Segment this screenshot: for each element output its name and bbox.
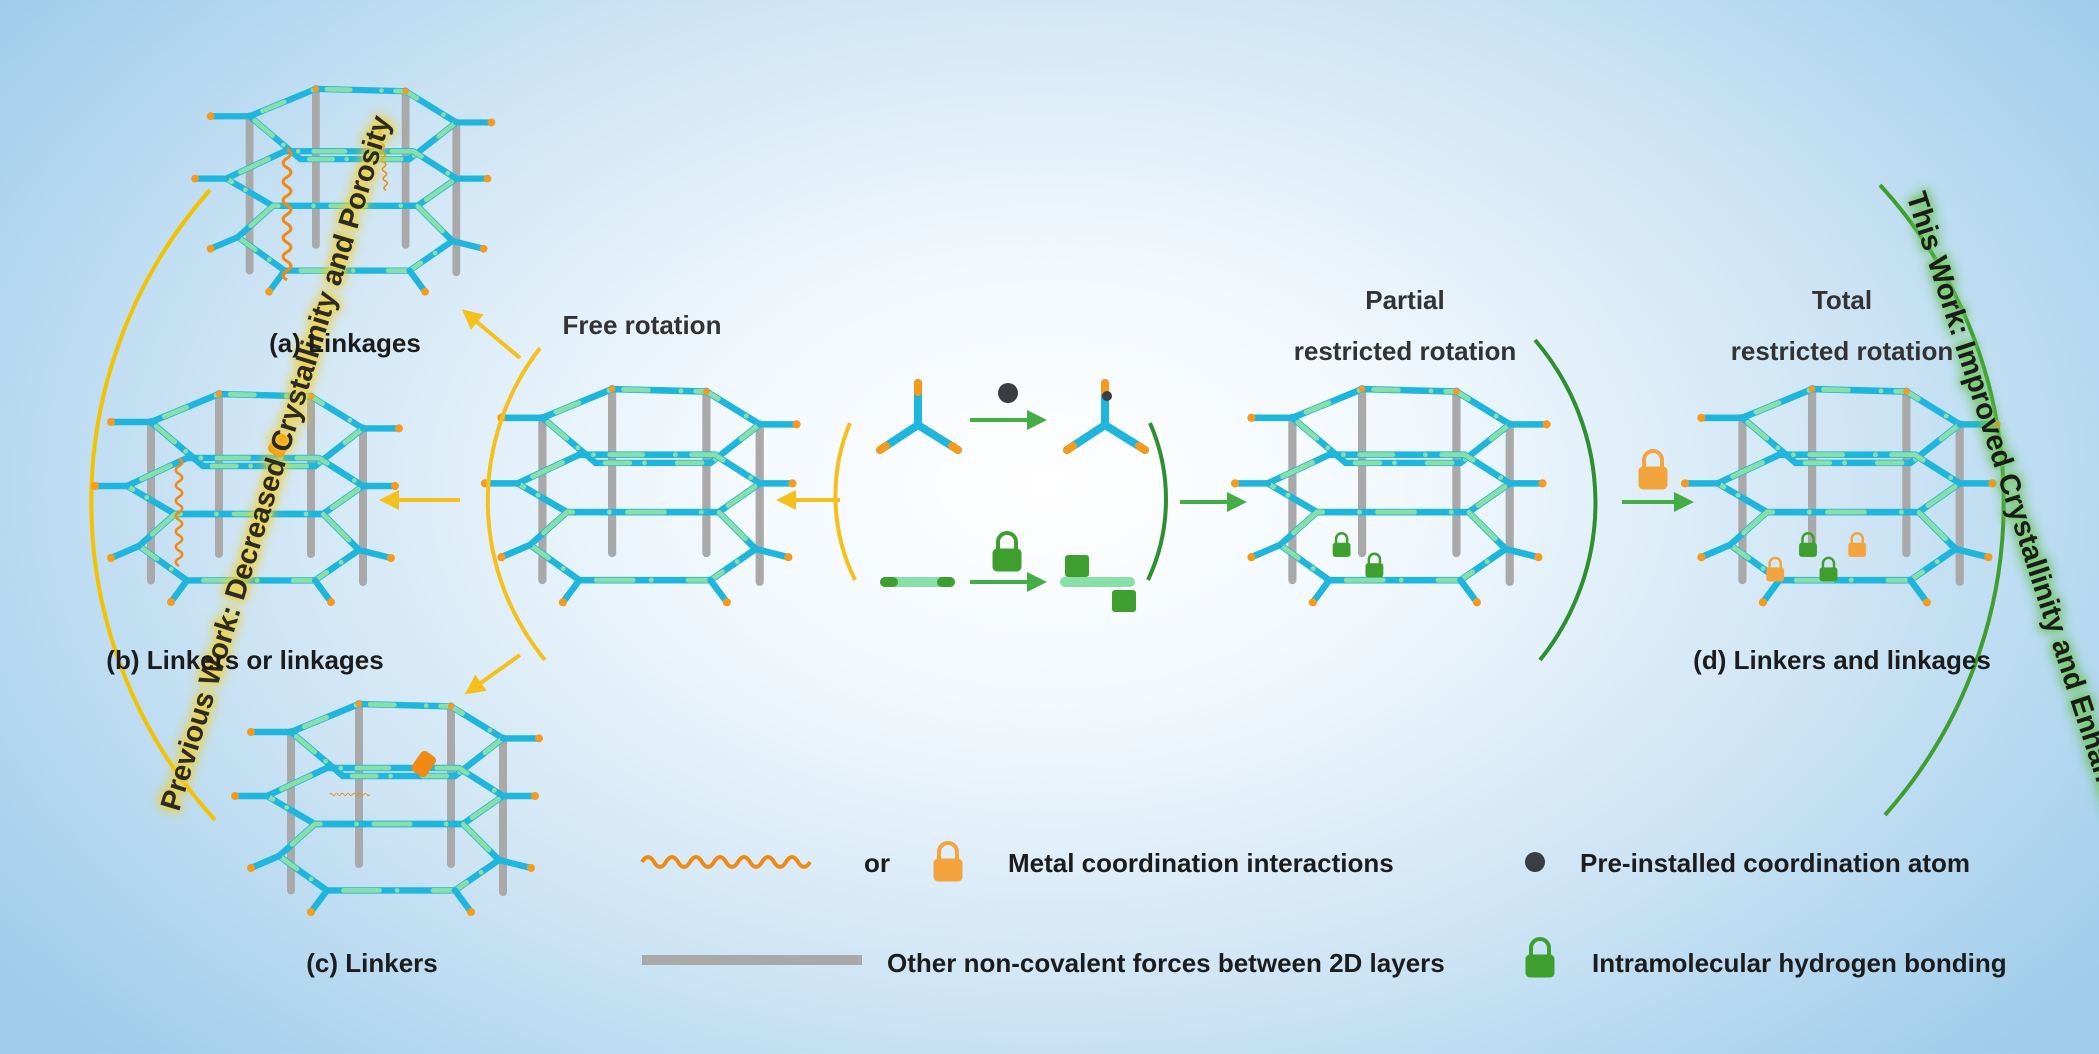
this-work-arc [1878, 183, 2006, 817]
total-label-2: restricted rotation [1730, 336, 1954, 366]
legend-or: or [864, 848, 890, 878]
label-b: (b) Linkers or linkages [106, 645, 384, 675]
label-a: (a) Linkages [269, 328, 421, 358]
partial-bracket-arc [1533, 338, 1598, 662]
spring-icon [640, 855, 812, 869]
orange-lock-icon [1637, 449, 1669, 491]
cof-total-restricted [1681, 386, 2001, 607]
green-lock-icon [991, 531, 1023, 573]
cof-linkers [231, 701, 543, 916]
legend-other: Other non-covalent forces between 2D lay… [887, 948, 1445, 978]
total-label-1: Total [1811, 285, 1873, 315]
tri-linker-atom-icon [1063, 379, 1149, 454]
partial-label-1: Partial [1365, 285, 1445, 315]
cof-linkers-or-linkages [91, 391, 403, 606]
cof-free-rotation [481, 386, 801, 607]
legend-preinstalled: Pre-installed coordination atom [1580, 848, 1971, 878]
previous-work-arc [89, 188, 217, 822]
atom-icon [998, 383, 1018, 403]
tri-linker-icon [876, 379, 962, 454]
legend-green-lock-icon [1524, 937, 1556, 979]
arrow-to-c [464, 653, 522, 695]
legend-orange-lock-icon [932, 841, 964, 883]
label-d: (d) Linkers and linkages [1693, 645, 1991, 675]
free-rotation-label: Free rotation [562, 310, 722, 340]
cof-partial-restricted [1231, 386, 1551, 607]
legend-hbond: Intramolecular hydrogen bonding [1592, 948, 2007, 978]
arrow-to-a [461, 309, 522, 360]
center-bracket-right [1146, 422, 1168, 581]
center-bracket-left [833, 422, 857, 581]
locked-linker-icon [1060, 555, 1136, 612]
yellow-bracket-arc [485, 346, 547, 662]
legend-atom-icon [1525, 852, 1545, 872]
label-c: (c) Linkers [306, 948, 438, 978]
legend-metal: Metal coordination interactions [1008, 848, 1394, 878]
partial-label-2: restricted rotation [1293, 336, 1517, 366]
